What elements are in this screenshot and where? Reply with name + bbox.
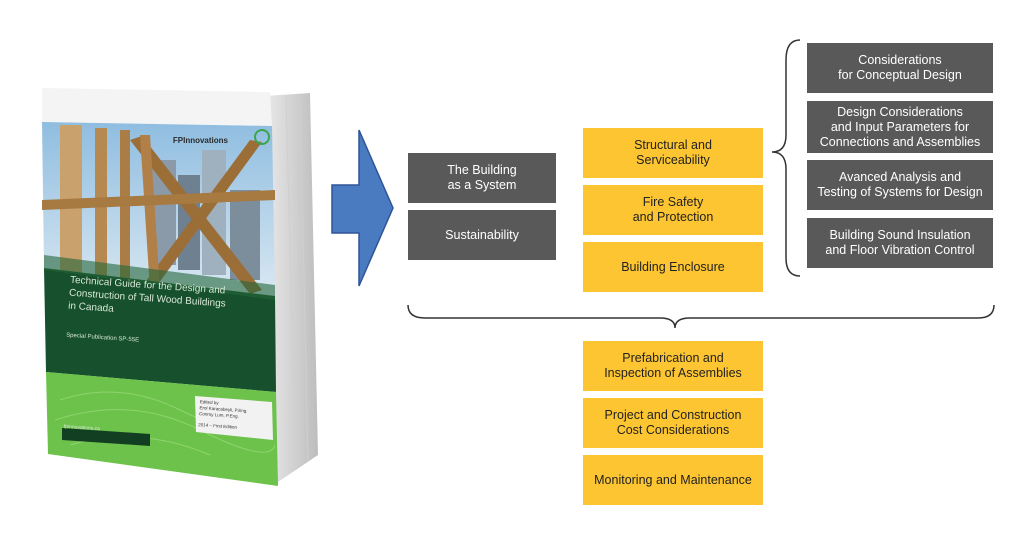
arrow-right-icon <box>331 129 394 287</box>
box-conceptual-design: Considerations for Conceptual Design <box>807 43 993 93</box>
cover-editor-2: Conroy Lum, P.Eng. <box>199 411 239 419</box>
box-monitoring-maintenance: Monitoring and Maintenance <box>583 455 763 505</box>
box-fire-safety: Fire Safety and Protection <box>583 185 763 235</box>
cover-website: fpinnovations.ca <box>64 424 101 433</box>
cover-editor-1: Erol Karacabeyli, P.Eng. <box>199 405 247 413</box>
bottom-brace <box>407 304 995 329</box>
cover-edition: 2014 – First Edition <box>198 422 238 430</box>
box-prefabrication: Prefabrication and Inspection of Assembl… <box>583 341 763 391</box>
cover-title-line-3: in Canada <box>68 301 115 315</box>
cover-editors-heading: Edited by <box>200 399 220 405</box>
right-brace <box>771 39 801 277</box>
box-project-cost: Project and Construction Cost Considerat… <box>583 398 763 448</box>
box-building-enclosure: Building Enclosure <box>583 242 763 292</box>
box-structural-serviceability: Structural and Serviceability <box>583 128 763 178</box>
cover-series: Special Publication SP-55E <box>66 333 139 344</box>
box-sound-vibration: Building Sound Insulation and Floor Vibr… <box>807 218 993 268</box>
box-advanced-analysis: Avanced Analysis and Testing of Systems … <box>807 160 993 210</box>
box-sustainability: Sustainability <box>408 210 556 260</box>
publisher-logo-text: FPInnovations <box>173 136 229 145</box>
box-building-as-system: The Building as a System <box>408 153 556 203</box>
box-connections-assemblies: Design Considerations and Input Paramete… <box>807 101 993 153</box>
